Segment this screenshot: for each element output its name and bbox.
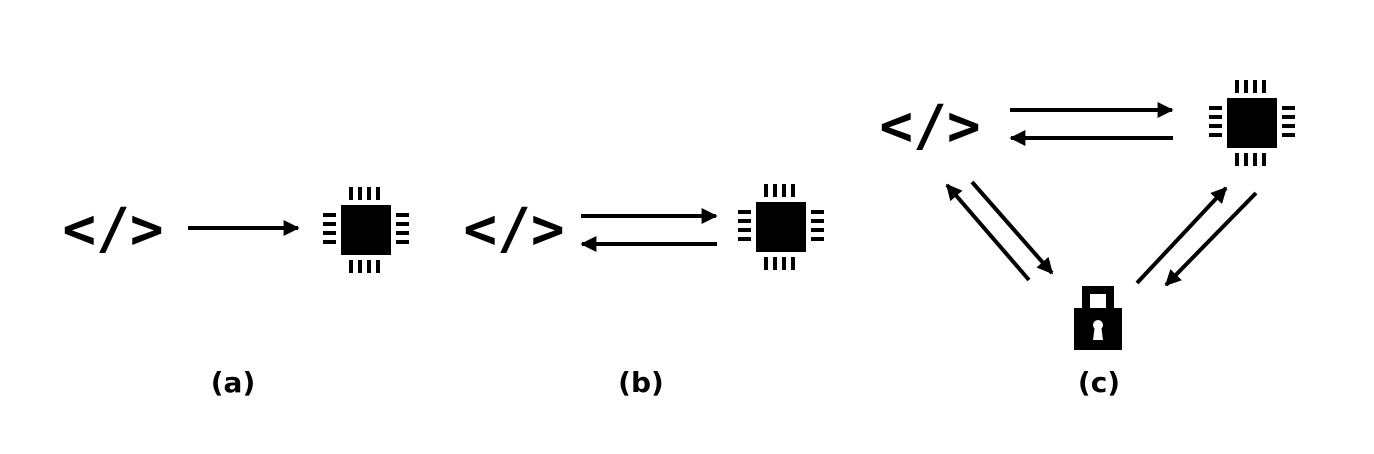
- microchip-icon: [738, 184, 824, 270]
- panel-label-b: (b): [618, 366, 664, 399]
- arrow-chip-to-lock: [1164, 191, 1258, 287]
- panel-c: </> (c): [879, 80, 1295, 399]
- panel-label-a: (a): [211, 366, 256, 399]
- code-brackets-icon: </>: [879, 94, 980, 159]
- code-brackets-icon: </>: [463, 197, 564, 262]
- padlock-icon: [1074, 290, 1122, 350]
- code-brackets-icon: </>: [62, 197, 163, 262]
- panel-a: </> (a): [62, 187, 409, 399]
- arrow-lock-to-chip: [1135, 186, 1228, 285]
- microchip-icon: [323, 187, 409, 273]
- panel-b: </> (b): [463, 184, 824, 399]
- arrow-code-to-lock: [970, 180, 1054, 275]
- arrow-lock-to-code: [945, 183, 1031, 282]
- panel-label-c: (c): [1078, 366, 1120, 399]
- microchip-icon: [1209, 80, 1295, 166]
